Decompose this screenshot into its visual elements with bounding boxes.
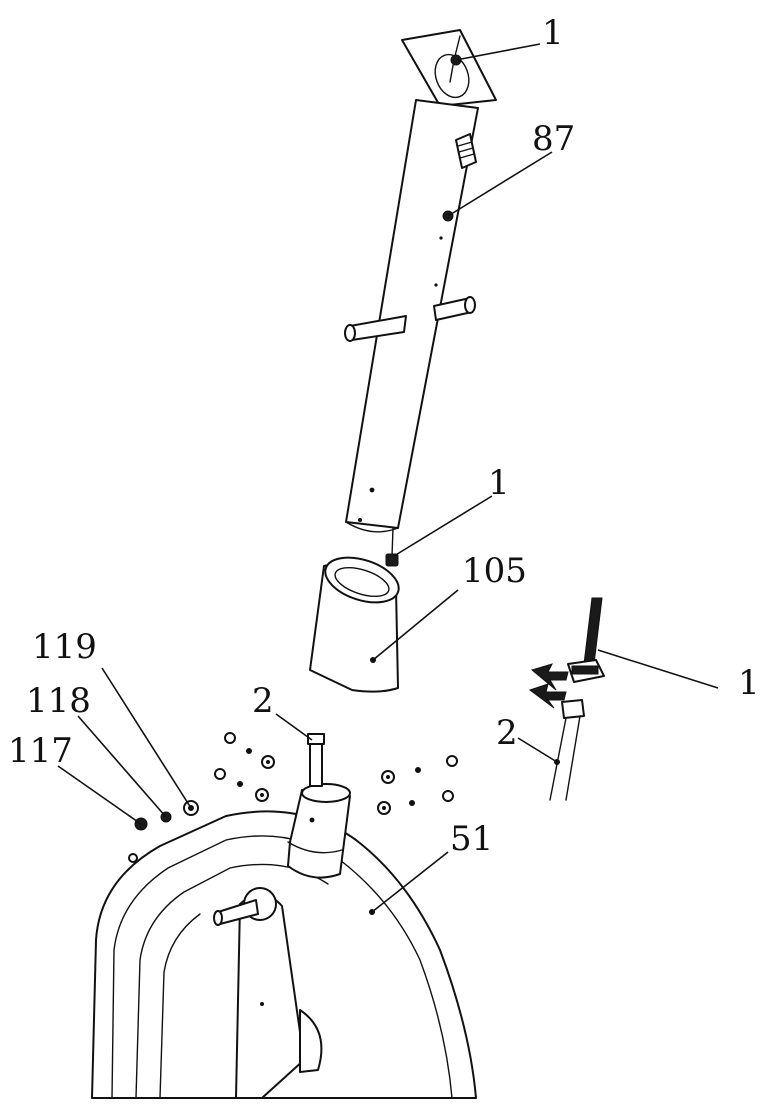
mounting-plate	[401, 29, 497, 107]
callout-51: 51	[450, 819, 493, 859]
callout-1-top: 1	[542, 13, 564, 53]
cable-bottom	[391, 527, 394, 557]
callout-1-mid: 1	[488, 463, 510, 503]
housing-51	[91, 810, 477, 1099]
callout-117: 117	[8, 731, 73, 771]
callout-2-left: 2	[252, 681, 274, 721]
callout-2-right: 2	[496, 713, 518, 753]
tube-socket	[287, 733, 351, 879]
leader-lines	[57, 43, 719, 915]
connect-arrow-1	[530, 663, 569, 691]
cable-connectors	[528, 597, 605, 801]
cable-upper	[583, 597, 603, 665]
callout-labels: 1 87 1 105 119 118 117 2 2 1 51	[8, 13, 760, 859]
callout-105: 105	[462, 551, 527, 591]
callout-119: 119	[32, 627, 97, 667]
shroud-105	[309, 556, 400, 693]
mounting-plate-slot	[434, 53, 470, 99]
cable-lower	[549, 715, 581, 801]
connect-arrow-2	[528, 683, 567, 709]
callout-87: 87	[532, 119, 575, 159]
post-2	[309, 741, 323, 787]
callout-118: 118	[26, 681, 91, 721]
upright-tube	[344, 29, 497, 567]
tension-knob	[455, 133, 477, 169]
callout-1-right: 1	[738, 663, 760, 703]
